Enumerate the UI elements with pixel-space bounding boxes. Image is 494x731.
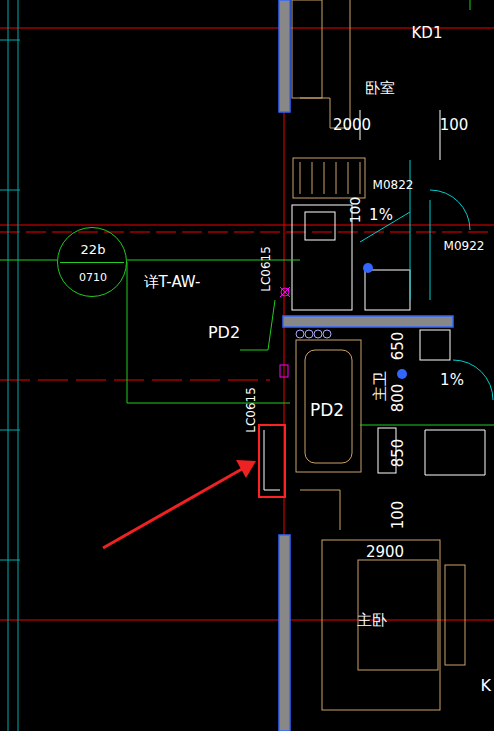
node-text: 0710 bbox=[79, 272, 107, 283]
window-tag: LC0615 bbox=[245, 387, 257, 433]
dimension: 800 bbox=[391, 384, 406, 413]
detail-callout-circle: 22b 0710 bbox=[57, 227, 127, 297]
dimension: 650 bbox=[391, 332, 406, 361]
room-tag: K bbox=[481, 678, 492, 694]
node-text: PD2 bbox=[310, 402, 344, 419]
slope-mark: 1% bbox=[369, 208, 393, 223]
detail-reference: 详T-AW- bbox=[144, 275, 201, 290]
slope-mark: 1% bbox=[440, 373, 464, 388]
room-tag: KD1 bbox=[412, 26, 443, 41]
bathtub-label-box: PD2 bbox=[300, 395, 354, 425]
room-name: 主卧 bbox=[357, 613, 387, 628]
door-tag: M0822 bbox=[373, 179, 414, 191]
dimension: 2900 bbox=[366, 545, 404, 560]
dimension: 100 bbox=[440, 118, 469, 133]
room-name: 主卫 bbox=[373, 371, 388, 401]
fixture-tag: PD2 bbox=[208, 325, 240, 341]
dimension: 100 bbox=[391, 501, 406, 530]
dimension: 2000 bbox=[333, 118, 371, 133]
callout-divider bbox=[60, 262, 124, 263]
dimension: 100 bbox=[348, 197, 362, 224]
room-name: 卧室 bbox=[365, 81, 395, 96]
door-tag: M0922 bbox=[444, 240, 485, 252]
dimension: 850 bbox=[391, 439, 406, 468]
window-tag: LC0615 bbox=[260, 246, 272, 292]
node-text: 22b bbox=[81, 243, 106, 256]
